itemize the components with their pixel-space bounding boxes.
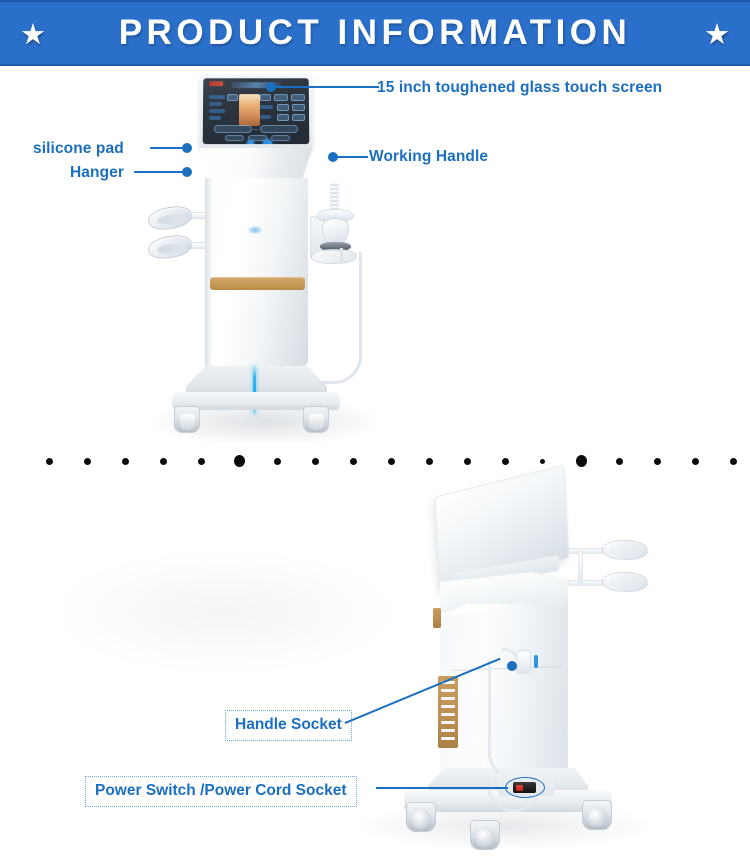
label-power-switch: Power Switch /Power Cord Socket (85, 776, 357, 807)
divider-dot (616, 458, 623, 465)
machine-base-plate (172, 392, 340, 410)
caster-wheel (174, 406, 200, 433)
divider-dot (312, 458, 319, 465)
silicone-pad-upper (602, 540, 648, 560)
ventilation-grille (438, 676, 458, 748)
divider-dot (84, 458, 91, 465)
product-front-view (0, 66, 420, 446)
leader-line-touch-screen (355, 86, 379, 89)
leader-line-silicone-pad (150, 147, 184, 150)
screen-start-button (246, 140, 254, 145)
screen-thermal-image (238, 94, 261, 126)
led-indicator-strip (253, 366, 256, 414)
silicone-pad-lower (146, 233, 194, 261)
handle-cable (318, 252, 362, 384)
silicone-pad-upper (146, 204, 194, 232)
divider-dot (464, 458, 471, 465)
screen-separator (252, 129, 260, 131)
divider-dot (692, 458, 699, 465)
divider-dot (654, 458, 661, 465)
leader-line-hanger (134, 171, 184, 174)
leader-line-working-handle (336, 155, 368, 158)
page-header-banner: ★ PRODUCT INFORMATION ★ (0, 0, 750, 66)
screen-button (291, 104, 305, 112)
divider-dot-large (576, 455, 587, 467)
pointer-dot-handle-socket (507, 661, 517, 671)
section-divider (0, 452, 750, 472)
screen-button (292, 113, 306, 121)
divider-dot (198, 458, 205, 465)
machine-column-edge (205, 178, 213, 368)
label-handle-socket: Handle Socket (225, 710, 352, 741)
pad-bracket-post (578, 550, 583, 584)
working-handle-transducer-tip (320, 242, 351, 251)
screen-button (273, 94, 288, 102)
pointer-dot-working-handle (328, 152, 338, 162)
divider-dot (46, 458, 53, 465)
divider-dot-large (234, 455, 245, 467)
caster-wheel (303, 406, 329, 433)
socket-indicator-led (534, 655, 538, 668)
power-cable (488, 660, 526, 782)
silicone-pad-lower (602, 572, 648, 592)
divider-dot (274, 458, 281, 465)
product-rear-view (0, 464, 750, 862)
caster-wheel (406, 802, 436, 832)
star-icon: ★ (20, 19, 46, 51)
divider-dot (540, 459, 545, 464)
divider-dot (388, 458, 395, 465)
label-working-handle: Working Handle (369, 148, 489, 165)
screen-chip (208, 109, 226, 113)
divider-dot (730, 458, 737, 465)
machine-pedestal (186, 366, 327, 396)
handle-cable-neck (330, 182, 339, 212)
power-switch-highlight-ring (505, 777, 545, 798)
screen-preset (271, 135, 291, 142)
leader-line-touch-screen-inner (271, 85, 359, 88)
screen-button (290, 94, 305, 102)
screen-button (276, 104, 289, 112)
screen-chip (208, 115, 221, 120)
machine-upper-shell (199, 148, 313, 182)
gold-accent-bar (210, 277, 305, 290)
background-shadow (60, 552, 390, 672)
screen-preset (224, 135, 244, 142)
leader-line-power-switch (376, 787, 508, 790)
screen-chip (259, 105, 273, 110)
divider-dot (350, 458, 357, 465)
pointer-dot-hanger (182, 167, 192, 177)
screen-tab (260, 124, 299, 134)
screen-button (227, 94, 239, 102)
divider-dot (160, 458, 167, 465)
touch-screen-display (202, 78, 310, 145)
screen-chip (209, 102, 223, 107)
screen-button (259, 94, 271, 102)
upper-vent-grille (433, 608, 441, 628)
caster-wheel (582, 800, 612, 830)
divider-dot (122, 458, 129, 465)
caster-wheel (470, 820, 500, 850)
page-title: PRODUCT INFORMATION (118, 13, 632, 52)
star-icon: ★ (704, 19, 730, 51)
screen-chip (260, 114, 272, 119)
pointer-dot-silicone-pad (182, 143, 192, 153)
label-hanger: Hanger (70, 164, 125, 181)
screen-tab (213, 124, 252, 134)
label-silicone-pad: silicone pad (33, 140, 124, 157)
screen-button (277, 113, 290, 121)
divider-dot (426, 458, 433, 465)
label-touch-screen: 15 inch toughened glass touch screen (377, 79, 663, 96)
brand-emblem (248, 226, 262, 234)
divider-dot (502, 458, 509, 465)
screen-power-button (263, 139, 273, 145)
screen-chip (209, 95, 226, 100)
screen-brand-logo (209, 81, 224, 87)
